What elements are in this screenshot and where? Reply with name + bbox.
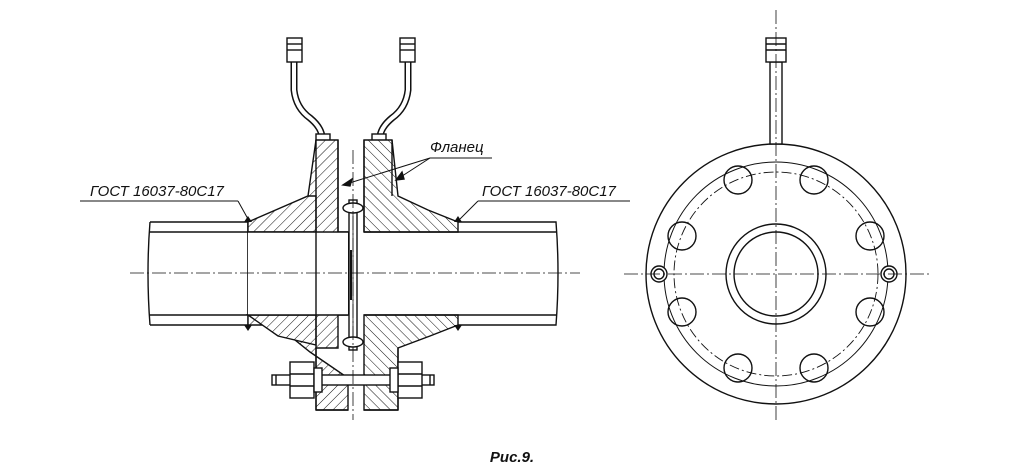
arrow-left <box>341 177 354 187</box>
figure-caption: Рис.9. <box>490 449 534 466</box>
centerlines <box>130 150 580 420</box>
arrow-right <box>394 170 405 181</box>
section-view <box>80 37 630 420</box>
leaders <box>80 157 630 220</box>
label-flange: Фланец <box>430 139 484 156</box>
left-pipe <box>147 221 249 326</box>
label-weld-right: ГОСТ 16037-80С17 <box>482 183 617 200</box>
end-view-centerlines <box>624 10 930 420</box>
right-pipe <box>458 221 559 326</box>
weld-marks <box>244 216 462 331</box>
end-view <box>624 10 930 420</box>
bolt-holes <box>667 165 885 383</box>
impulse-tubes <box>286 37 416 145</box>
label-weld-left: ГОСТ 16037-80С17 <box>90 183 225 200</box>
